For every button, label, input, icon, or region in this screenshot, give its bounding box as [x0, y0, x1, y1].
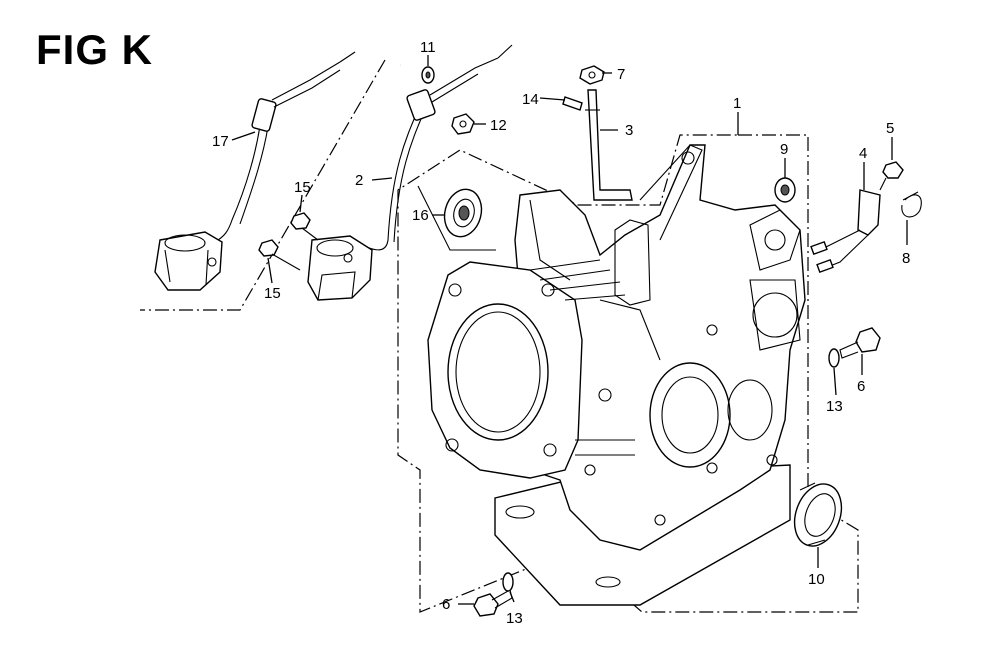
seal-16: [443, 188, 483, 238]
pin-14: [562, 96, 583, 111]
bolt-5: [879, 161, 904, 191]
cable-2: [359, 44, 513, 251]
callout-8: 8: [902, 250, 910, 267]
assembly-boundary: [397, 134, 859, 613]
callout-15-lower: 15: [264, 285, 281, 302]
callout-5: 5: [886, 120, 894, 137]
callout-9: 9: [780, 141, 788, 158]
callout-4: 4: [859, 145, 867, 162]
callout-12: 12: [490, 117, 507, 134]
callout-16: 16: [412, 207, 429, 224]
leader-lines: [231, 55, 908, 605]
callout-15-upper: 15: [294, 179, 311, 196]
callout-6-upper: 6: [857, 378, 865, 395]
callout-14: 14: [522, 91, 539, 108]
rod-3: [585, 89, 633, 201]
washer-13-upper: [828, 348, 840, 368]
oil-seal-10: [793, 482, 843, 547]
cable-17: [217, 51, 356, 241]
callout-7: 7: [617, 66, 625, 83]
oil-switch-4: [810, 189, 881, 274]
cable-group-boundary: [140, 59, 386, 311]
callout-6-lower: 6: [442, 596, 450, 613]
nut-7: [579, 65, 605, 85]
callout-11: 11: [420, 39, 436, 56]
callout-1: 1: [733, 95, 741, 112]
bolt-6-upper: [839, 327, 881, 359]
clip-8: [901, 191, 922, 218]
grommet-9: [774, 177, 796, 203]
seal-inset-bracket: [417, 185, 496, 251]
grommet-11: [421, 66, 435, 84]
washer-13-lower: [502, 572, 514, 592]
screw-15-upper: [290, 212, 319, 241]
crankcase-body: [427, 144, 806, 606]
callout-2: 2: [355, 172, 363, 189]
callout-3: 3: [625, 122, 633, 139]
callout-10: 10: [808, 571, 825, 588]
nut-12: [451, 113, 475, 135]
callout-13-lower: 13: [506, 610, 523, 627]
cable-17-lever: [154, 231, 223, 291]
callout-13-upper: 13: [826, 398, 843, 415]
figure-title: FIG K: [36, 26, 153, 73]
control-unit-15: [307, 235, 373, 301]
callout-17: 17: [212, 133, 229, 150]
screw-15-lower: [258, 239, 301, 271]
